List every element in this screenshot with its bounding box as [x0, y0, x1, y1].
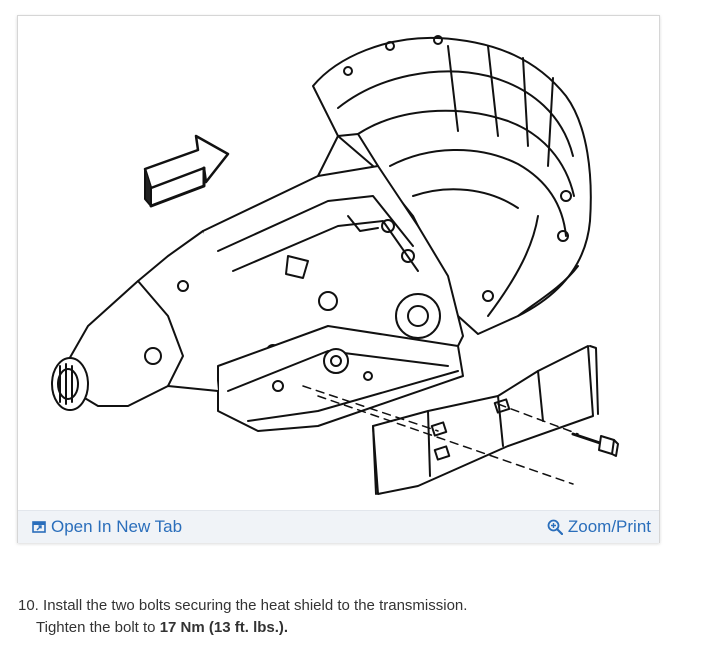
- step-text: Install the two bolts securing the heat …: [43, 597, 468, 614]
- zoom-print-link[interactable]: Zoom/Print: [547, 517, 651, 537]
- bell-housing: [312, 35, 592, 335]
- leader-lines: [302, 385, 579, 485]
- open-in-new-tab-link[interactable]: Open In New Tab: [32, 517, 182, 537]
- bolt: [571, 432, 619, 457]
- magnifier-icon: [547, 519, 563, 535]
- torque-value: 17 Nm (13 ft. lbs.).: [159, 619, 289, 636]
- transmission-heat-shield-diagram: [51, 35, 619, 495]
- torque-line: Tighten the bolt to 17 Nm (13 ft. lbs.).: [18, 617, 708, 639]
- torque-prefix: Tighten the bolt to: [36, 619, 156, 636]
- oil-pan: [217, 325, 464, 432]
- step-instructions: 10. Install the two bolts securing the h…: [18, 595, 708, 639]
- figure-toolbar: Open In New Tab Zoom/Print: [18, 510, 659, 543]
- heat-shield: [372, 345, 599, 495]
- tail-housing: [51, 230, 219, 411]
- step-line: 10. Install the two bolts securing the h…: [18, 595, 708, 617]
- direction-arrow: [143, 134, 230, 208]
- open-in-new-tab-label: Open In New Tab: [51, 517, 183, 536]
- open-new-tab-icon: [32, 521, 46, 533]
- zoom-print-label: Zoom/Print: [567, 517, 651, 536]
- step-number: 10.: [18, 597, 39, 614]
- figure-card: Open In New Tab Zoom/Print: [17, 15, 660, 543]
